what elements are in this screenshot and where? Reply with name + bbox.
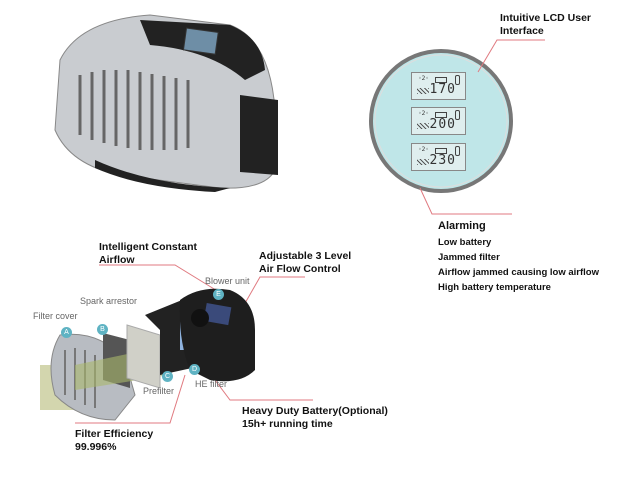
- control-callout-line2: Air Flow Control: [259, 263, 341, 275]
- badge-c: C: [162, 371, 173, 382]
- control-callout-line1: Adjustable 3 Level: [259, 250, 352, 262]
- alarm-item: Airflow jammed causing low airflow: [438, 267, 599, 278]
- alarming-list: Alarming Low battery Jammed filter Airfl…: [438, 220, 599, 295]
- airflow-callout: Intelligent Constant Airflow: [99, 241, 197, 267]
- exploded-filter-image: [40, 288, 255, 421]
- alarm-item: Jammed filter: [438, 252, 500, 263]
- lcd-panel-low: ◦2◦ 170: [411, 72, 466, 100]
- badge-b: B: [97, 324, 108, 335]
- airflow-callout-line1: Intelligent Constant: [99, 241, 197, 253]
- battery-icon: [435, 77, 447, 83]
- battery-icon: [435, 112, 447, 118]
- leader-lines: [75, 39, 545, 424]
- alarming-title: Alarming: [438, 220, 486, 232]
- thermometer-icon: [455, 75, 460, 85]
- alarm-item: High battery temperature: [438, 282, 551, 293]
- filter-icon: [417, 88, 429, 94]
- battery-callout-line2: 15h+ running time: [242, 418, 333, 430]
- battery-callout: Heavy Duty Battery(Optional) 15h+ runnin…: [242, 405, 388, 431]
- thermometer-icon: [455, 110, 460, 120]
- airflow-reading: 230: [429, 153, 456, 168]
- badge-d: D: [189, 364, 200, 375]
- lcd-panel-medium: ◦2◦ 200: [411, 107, 466, 135]
- part-label-prefilter: Prefilter: [143, 386, 175, 396]
- control-callout: Adjustable 3 Level Air Flow Control: [259, 250, 351, 276]
- blower-device-image: [54, 14, 278, 192]
- efficiency-callout-line2: 99.996%: [75, 441, 117, 453]
- thermometer-icon: [455, 146, 460, 156]
- fan-speed-icon: ◦2◦: [418, 110, 429, 117]
- battery-icon: [435, 148, 447, 154]
- filter-icon: [417, 123, 429, 129]
- badge-a: A: [61, 327, 72, 338]
- airflow-reading: 170: [429, 82, 456, 97]
- lcd-title: Intuitive LCD User Interface: [500, 12, 591, 38]
- efficiency-callout-line1: Filter Efficiency: [75, 428, 154, 440]
- part-label-filter-cover: Filter cover: [33, 311, 78, 321]
- alarm-item: Low battery: [438, 237, 492, 248]
- battery-callout-line1: Heavy Duty Battery(Optional): [242, 405, 388, 417]
- part-label-spark-arrestor: Spark arrestor: [80, 296, 138, 306]
- lcd-panel-high: ◦2◦ 230: [411, 143, 466, 171]
- lcd-title-line1: Intuitive LCD User: [500, 12, 592, 24]
- fan-speed-icon: ◦2◦: [418, 146, 429, 153]
- efficiency-callout: Filter Efficiency 99.996%: [75, 428, 153, 454]
- airflow-reading: 200: [429, 117, 456, 132]
- part-label-he-filter: HE filter: [195, 379, 228, 389]
- lcd-title-line2: Interface: [500, 25, 544, 37]
- fan-speed-icon: ◦2◦: [418, 75, 429, 82]
- airflow-callout-line2: Airflow: [99, 254, 135, 266]
- badge-e: E: [213, 289, 224, 300]
- part-label-blower-unit: Blower unit: [205, 276, 250, 286]
- filter-icon: [417, 159, 429, 165]
